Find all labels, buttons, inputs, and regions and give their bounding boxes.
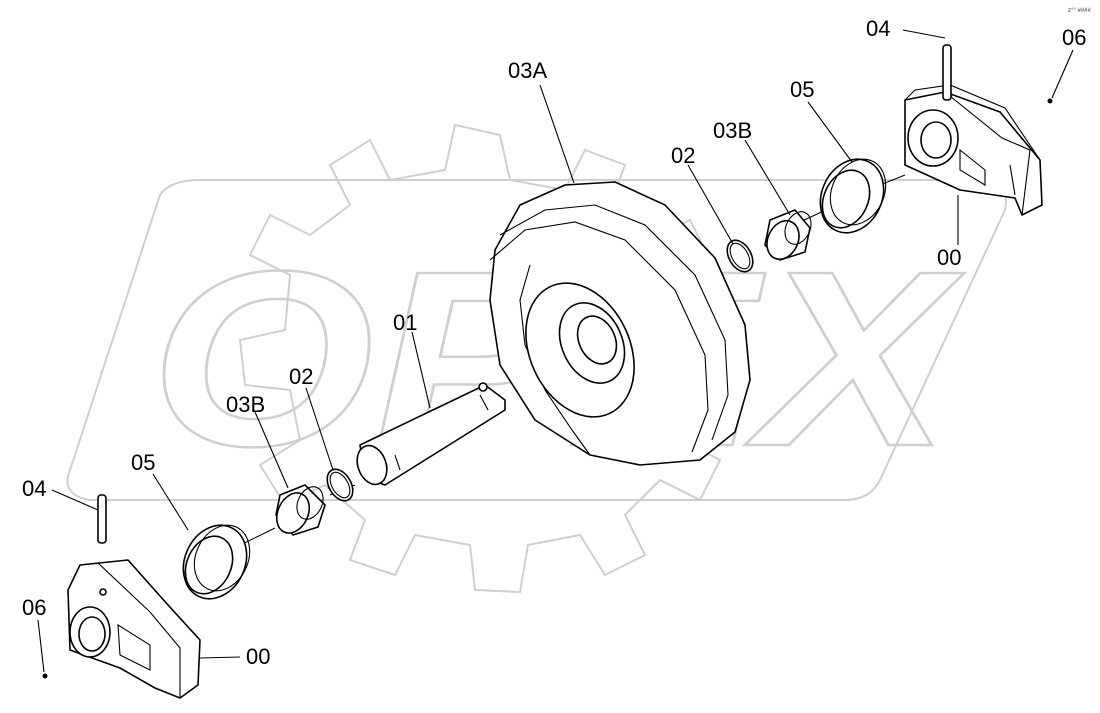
label-06-top: 06 [1062, 25, 1086, 50]
bushing-top [764, 209, 812, 261]
label-03a: 03A [508, 58, 547, 83]
bushing-left [275, 484, 326, 536]
screw-left [42, 673, 48, 679]
label-03b-left: 03B [226, 392, 265, 417]
label-05-top: 05 [790, 77, 814, 102]
label-00-left: 00 [246, 644, 270, 669]
screw-top [1047, 98, 1053, 104]
seal-top [819, 158, 887, 234]
label-00-top: 00 [937, 245, 961, 270]
idler-wheel [489, 181, 751, 466]
label-04-top: 04 [866, 16, 890, 41]
watermark-frame [66, 179, 1007, 501]
housing-right [904, 84, 1043, 216]
leader-lines [37, 29, 1074, 673]
label-02-left: 02 [289, 364, 313, 389]
oring-left-inner [329, 471, 351, 499]
oring-left [326, 468, 354, 502]
label-05-left: 05 [131, 450, 155, 475]
corner-mark: z°° #### [1068, 8, 1091, 14]
seal-left [182, 524, 251, 600]
label-04-left: 04 [22, 476, 46, 501]
housing-left [67, 559, 201, 699]
label-03b-top: 03B [713, 118, 752, 143]
label-02-top: 02 [671, 143, 695, 168]
label-01: 01 [393, 310, 417, 335]
pin-left [97, 494, 107, 544]
watermark-gear-outline [238, 123, 737, 594]
label-06-left: 06 [22, 595, 46, 620]
pin-top [942, 44, 952, 101]
shaft [356, 382, 506, 486]
